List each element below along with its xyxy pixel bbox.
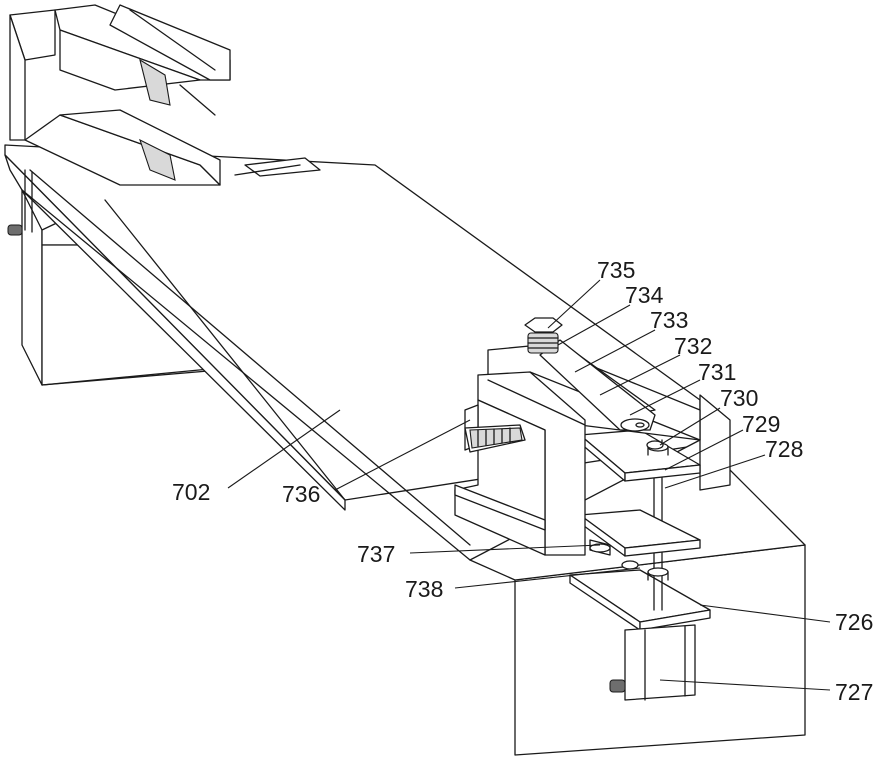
leader-733: [574, 329, 656, 373]
spring-734: [527, 332, 559, 354]
label-728: 728: [765, 436, 803, 462]
label-731: 731: [698, 359, 736, 385]
label-737: 737: [357, 541, 395, 567]
label-735: 735: [597, 257, 635, 283]
leader-730: [659, 407, 721, 446]
label-734: 734: [625, 282, 664, 308]
collar-738: [621, 560, 669, 581]
leader-738: [454, 567, 641, 589]
leader-731: [629, 379, 701, 416]
leader-726: [699, 604, 831, 623]
top-left-clamp-frame: [9, 4, 321, 186]
leader-736: [334, 419, 471, 491]
leader-702: [227, 409, 341, 489]
upper-guide-plate: [579, 429, 701, 482]
reference-numerals: 735 734 733 732 731 730 729 728 702 736 …: [172, 257, 873, 705]
motor-mount-plate: [569, 569, 711, 631]
leader-lines: [227, 279, 831, 691]
label-730: 730: [720, 385, 758, 411]
label-733: 733: [650, 307, 688, 333]
label-732: 732: [674, 333, 712, 359]
lower-guide-plate: [579, 509, 701, 557]
leader-734: [557, 304, 631, 346]
label-736: 736: [282, 481, 320, 507]
label-727: 727: [835, 679, 873, 705]
gear-737: [589, 539, 611, 556]
label-729: 729: [742, 411, 780, 437]
leader-737: [409, 544, 601, 554]
leader-728: [664, 454, 766, 489]
leader-727: [659, 679, 831, 691]
knob-735: [524, 317, 563, 333]
rack-teeth-736: [464, 404, 526, 453]
leader-732: [599, 354, 681, 396]
leader-729: [664, 429, 744, 471]
leader-735: [547, 279, 601, 329]
label-738: 738: [405, 576, 443, 602]
left-bolt: [7, 169, 33, 236]
label-702: 702: [172, 479, 210, 505]
label-726: 726: [835, 609, 873, 635]
